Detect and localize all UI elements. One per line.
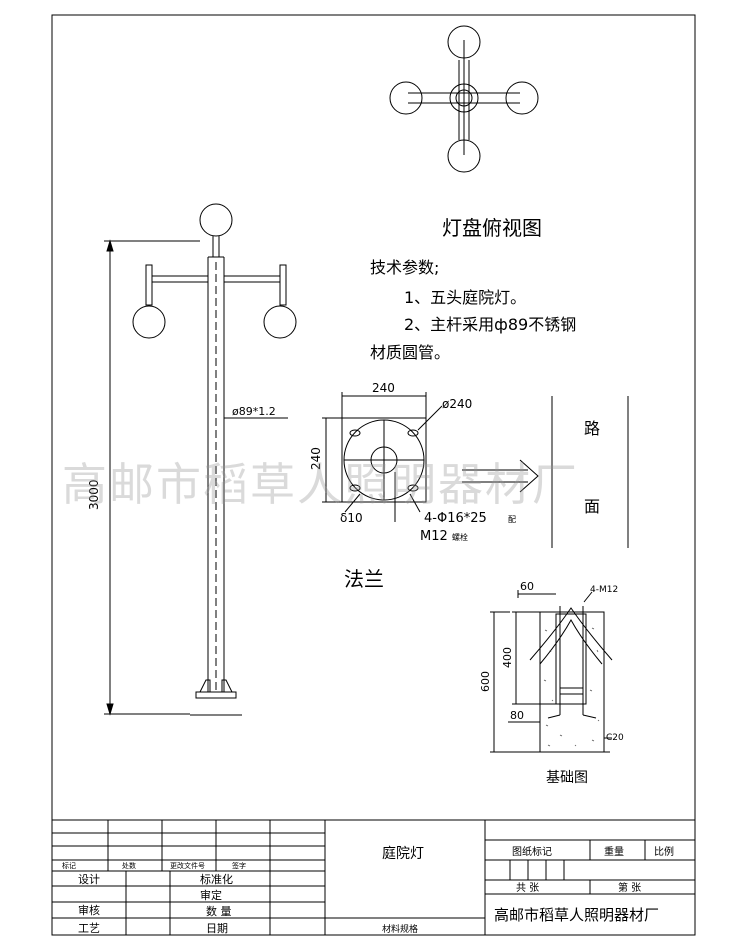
tb-company: 高邮市稻草人照明器材厂 bbox=[494, 906, 659, 924]
foundation-top-width: 60 bbox=[520, 580, 534, 593]
flange-height-label: 240 bbox=[309, 447, 323, 470]
tb-craft: 工艺 bbox=[78, 922, 100, 935]
flange-holes-suffix: 配 bbox=[508, 515, 516, 524]
tech-item-1: 1、五头庭院灯。 bbox=[404, 288, 526, 307]
pole-height-label: 3000 bbox=[87, 479, 101, 510]
drawing-border bbox=[51, 14, 696, 936]
tb-total-sheets: 共 张 bbox=[516, 882, 539, 894]
tb-standardize: 标准化 bbox=[200, 872, 233, 886]
tb-mark-col-4: 签字 bbox=[232, 861, 246, 870]
tb-weight: 重量 bbox=[604, 845, 624, 858]
tb-sheet-no: 第 张 bbox=[618, 881, 641, 894]
title-block-grid bbox=[51, 819, 696, 936]
tb-mark-col-1: 标记 bbox=[62, 861, 76, 870]
foundation-offset-80: 80 bbox=[510, 709, 524, 722]
foundation-depth-600: 600 bbox=[479, 671, 492, 692]
flange-thickness: δ10 bbox=[340, 511, 363, 525]
tb-date: 日期 bbox=[206, 922, 228, 935]
foundation-drawing bbox=[490, 590, 613, 753]
tech-item-3: 材质圆管。 bbox=[370, 343, 450, 362]
foundation-label: 基础图 bbox=[546, 769, 588, 786]
tb-scale: 比例 bbox=[654, 845, 674, 858]
flange-bolt-suffix: 螺栓 bbox=[452, 532, 468, 542]
tech-heading: 技术参数; bbox=[370, 258, 439, 277]
flange-holes: 4-Φ16*25 bbox=[424, 511, 487, 526]
tb-drawing-mark: 图纸标记 bbox=[512, 845, 552, 858]
flange-width-label: 240 bbox=[372, 381, 395, 395]
foundation-bolt-spec: 4-M12 bbox=[590, 585, 618, 595]
tech-item-2: 2、主杆采用ф89不锈钢 bbox=[404, 315, 576, 334]
top-view-title: 灯盘俯视图 bbox=[442, 216, 542, 240]
top-view-drawing bbox=[389, 25, 539, 173]
road-char-1: 路 bbox=[584, 419, 600, 438]
flange-circle-dia: ø240 bbox=[442, 397, 472, 411]
flange-bolt: M12 bbox=[420, 529, 448, 544]
pole-drawing bbox=[104, 203, 297, 716]
foundation-concrete: C20 bbox=[606, 733, 624, 743]
tb-review: 审核 bbox=[78, 903, 100, 917]
tb-product-name: 庭院灯 bbox=[382, 845, 424, 862]
flange-label: 法兰 bbox=[344, 567, 384, 591]
road-char-2: 面 bbox=[584, 497, 600, 516]
tb-approve: 审定 bbox=[200, 888, 222, 902]
pole-diameter-label: ø89*1.2 bbox=[232, 405, 276, 418]
tb-design: 设计 bbox=[78, 873, 100, 886]
flange-drawing bbox=[322, 392, 629, 548]
tb-mark-col-2: 处数 bbox=[122, 861, 136, 870]
tb-material: 材料规格 bbox=[382, 923, 418, 935]
foundation-depth-400: 400 bbox=[501, 647, 514, 668]
tb-mark-col-3: 更改文件号 bbox=[170, 861, 205, 870]
tb-quantity: 数 量 bbox=[206, 905, 232, 918]
